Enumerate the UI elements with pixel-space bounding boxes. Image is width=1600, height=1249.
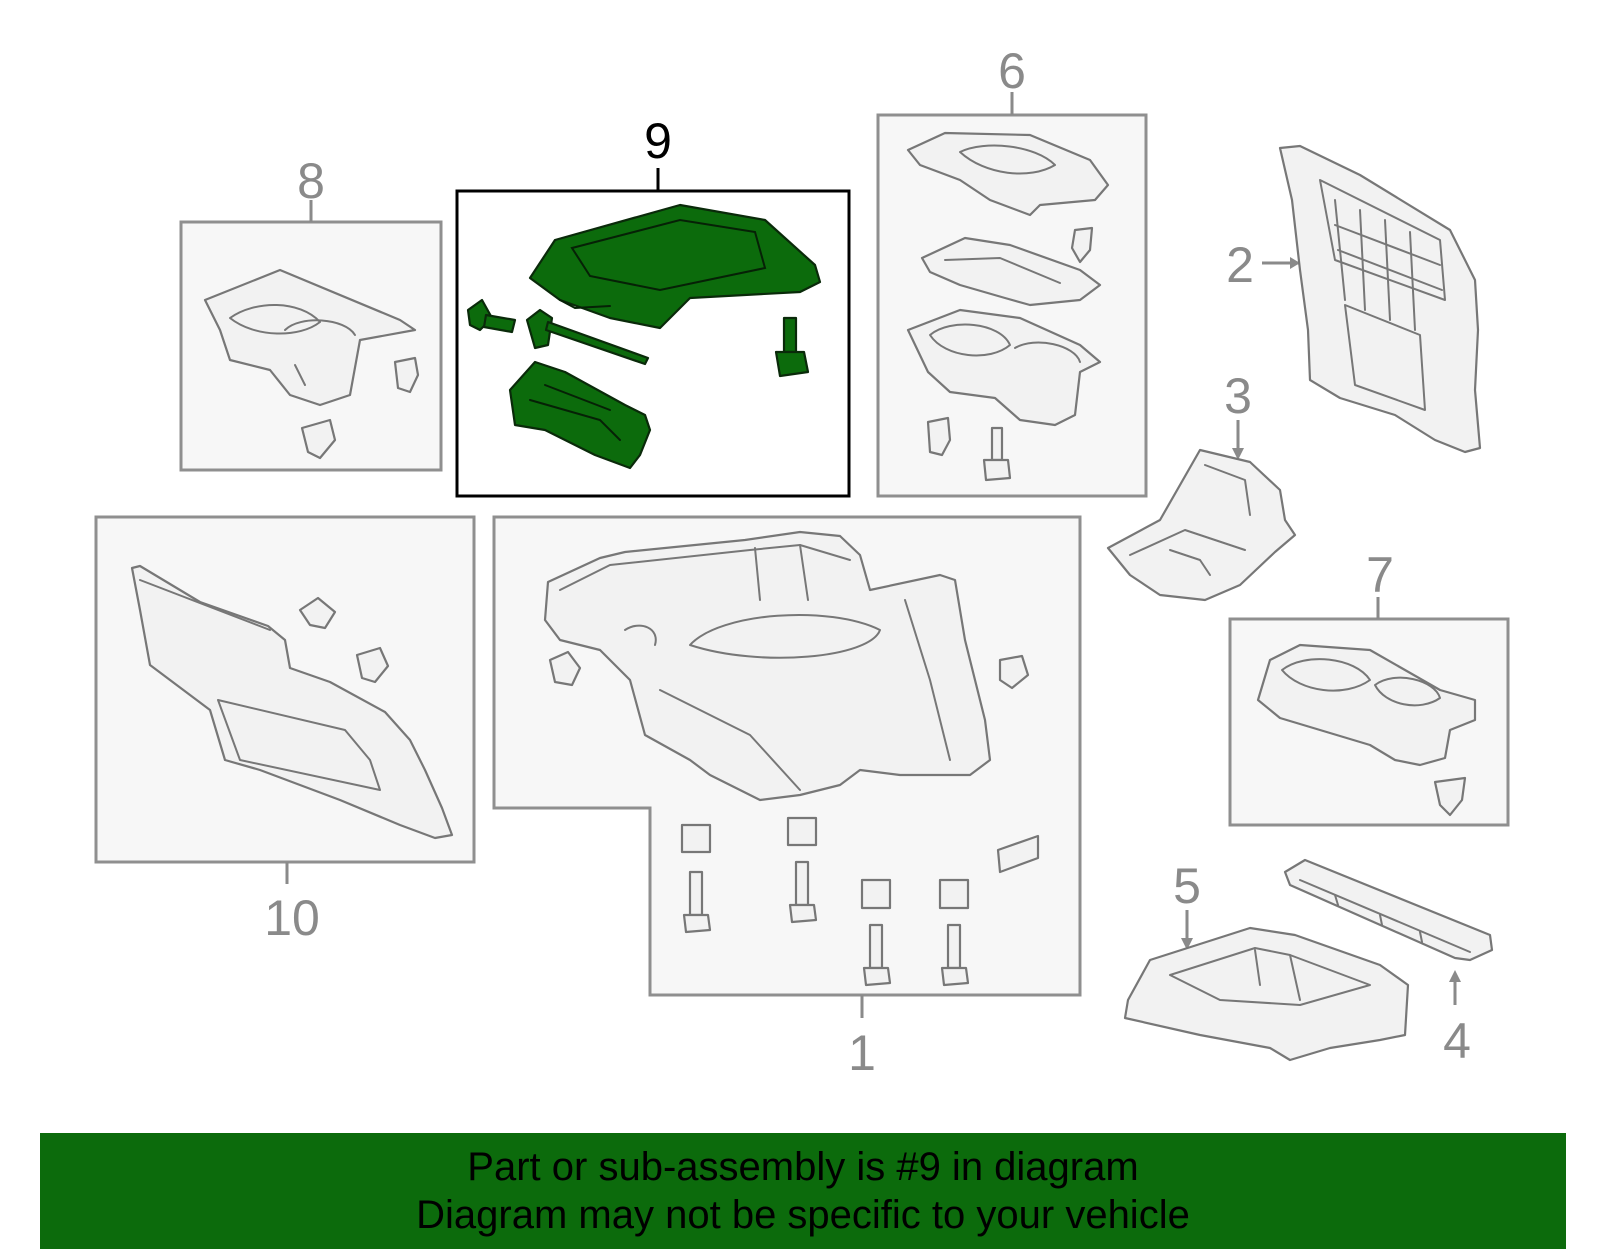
part-group-5[interactable]: 5 bbox=[1123, 858, 1410, 1062]
spacer-1b bbox=[786, 816, 818, 924]
clip-8b bbox=[300, 418, 337, 460]
callout-1: 1 bbox=[848, 1025, 876, 1081]
banner-line-2: Diagram may not be specific to your vehi… bbox=[416, 1193, 1190, 1237]
leader-2-arrow bbox=[1290, 257, 1300, 269]
hinge-bracket-9 bbox=[508, 360, 652, 470]
cup-holder-plate-6 bbox=[920, 236, 1102, 307]
part-group-3[interactable]: 3 bbox=[1106, 368, 1297, 602]
part-group-7[interactable]: 7 bbox=[1228, 547, 1510, 827]
part-group-8[interactable]: 8 bbox=[179, 153, 443, 472]
clip-6a bbox=[1070, 226, 1094, 264]
bin-5 bbox=[1123, 926, 1410, 1062]
latch-rod-9 bbox=[525, 308, 650, 366]
storage-tray-3 bbox=[1106, 448, 1297, 602]
part-group-1[interactable]: 1 bbox=[492, 515, 1082, 1081]
armrest-lid-9 bbox=[528, 203, 822, 330]
part-group-9[interactable]: 9 bbox=[455, 113, 851, 498]
clip-1b bbox=[998, 654, 1030, 690]
trim-plate-6 bbox=[906, 131, 1110, 217]
callout-3: 3 bbox=[1224, 368, 1252, 424]
callout-2: 2 bbox=[1226, 237, 1254, 293]
trim-strip-4 bbox=[1283, 858, 1494, 962]
callout-6: 6 bbox=[998, 43, 1026, 99]
callout-4: 4 bbox=[1443, 1013, 1471, 1069]
part-group-10[interactable]: 10 bbox=[94, 515, 476, 946]
callout-8: 8 bbox=[297, 153, 325, 209]
cup-holder-7 bbox=[1256, 643, 1477, 767]
callout-5: 5 bbox=[1173, 858, 1201, 914]
clip-10b bbox=[355, 646, 390, 684]
clip-1a bbox=[548, 650, 582, 687]
callout-7: 7 bbox=[1366, 547, 1394, 603]
leader-3-arrow bbox=[1232, 448, 1244, 460]
spacer-1a bbox=[680, 823, 712, 934]
leader-4-arrow bbox=[1449, 970, 1461, 982]
banner-line-1: Part or sub-assembly is #9 in diagram bbox=[467, 1145, 1139, 1189]
part-group-4[interactable]: 4 bbox=[1283, 858, 1494, 1069]
callout-9: 9 bbox=[644, 113, 672, 169]
side-panel-2 bbox=[1278, 144, 1482, 454]
part-group-6[interactable]: 6 bbox=[876, 43, 1148, 498]
cup-holder-6 bbox=[906, 308, 1102, 427]
label-pad-1 bbox=[996, 834, 1040, 874]
bolt-6 bbox=[982, 426, 1012, 482]
bolt-9b bbox=[774, 316, 810, 378]
cup-holder-insert-8 bbox=[203, 268, 417, 407]
clip-6b bbox=[926, 416, 952, 457]
leader-5-arrow bbox=[1181, 938, 1193, 950]
clip-7 bbox=[1433, 776, 1467, 817]
spacer-1c bbox=[860, 878, 892, 987]
part-group-2[interactable]: 2 bbox=[1226, 144, 1482, 454]
side-trim-panel-10 bbox=[130, 564, 454, 840]
callout-10: 10 bbox=[264, 890, 320, 946]
info-banner: Part or sub-assembly is #9 in diagram Di… bbox=[40, 1133, 1566, 1249]
clip-8a bbox=[393, 356, 420, 394]
screw-9a bbox=[466, 298, 517, 334]
spacer-1d bbox=[938, 878, 970, 987]
console-body-1 bbox=[543, 530, 992, 802]
clip-10a bbox=[298, 596, 337, 630]
